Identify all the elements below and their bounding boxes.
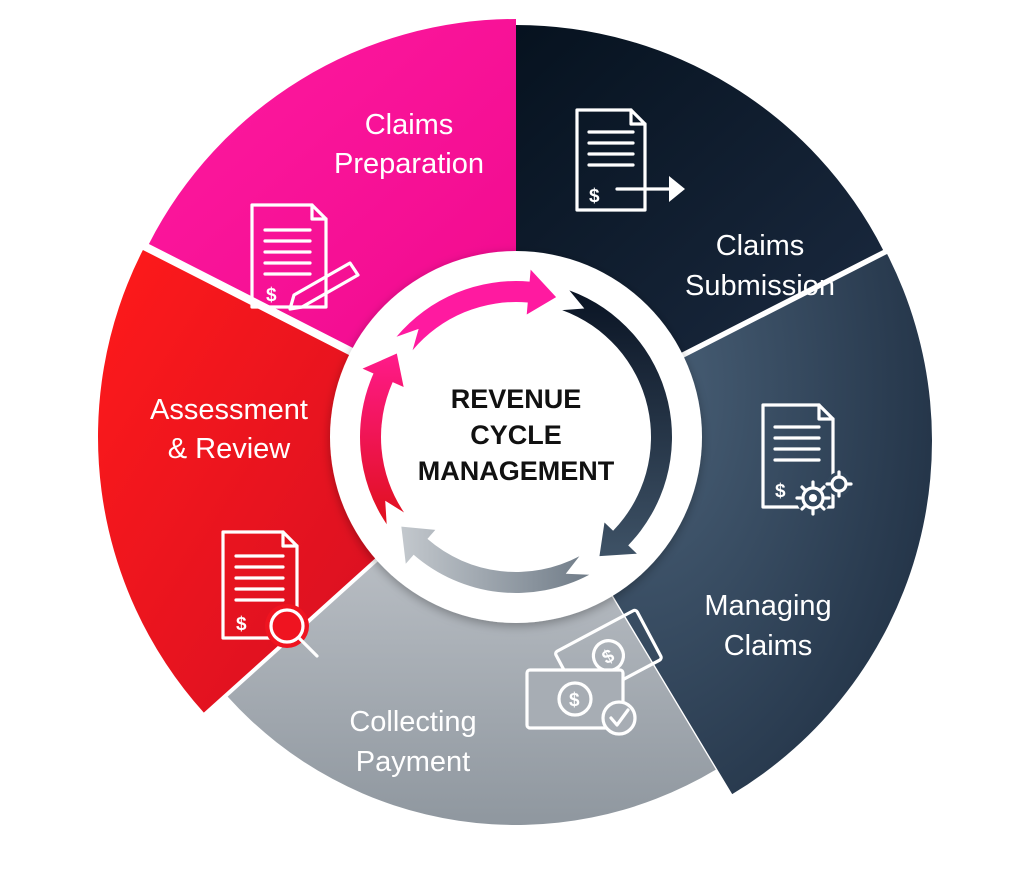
label-collecting-payment-line2: Payment (356, 746, 470, 778)
label-claims-preparation-line1: Claims (365, 109, 454, 141)
dollar-sign: $ (775, 481, 786, 502)
cycle-arrow-pink (396, 269, 557, 351)
document-pen-icon: $ (250, 203, 360, 311)
dollar-sign: $ (589, 186, 600, 207)
label-assessment-review-line2: & Review (168, 433, 292, 465)
segment-collecting-payment (227, 550, 716, 825)
cycle-arrow-grey (401, 526, 590, 593)
label-managing-claims-line1: Managing (704, 590, 831, 622)
money-check-icon: $ $ (525, 608, 663, 736)
label-claims-submission-line1: Claims (716, 230, 805, 262)
cycle-arrow-dark (562, 290, 672, 557)
dollar-sign: $ (569, 690, 580, 711)
cycle-arrow-red (360, 353, 405, 525)
label-managing-claims-line2: Claims (724, 630, 813, 662)
dollar-sign: $ (236, 614, 247, 635)
document-magnifier-icon: $ (221, 530, 319, 658)
center-title-line1: REVENUE (451, 384, 582, 414)
center-title-line2: CYCLE (470, 420, 562, 450)
dollar-sign: $ (266, 285, 277, 306)
label-claims-preparation: Claims Preparation (334, 109, 484, 180)
segment-assessment-review (97, 249, 384, 713)
label-assessment-review: Assessment & Review (150, 394, 308, 465)
label-claims-submission-line2: Submission (685, 270, 835, 302)
document-gears-icon: $ (761, 403, 853, 516)
label-managing-claims: Managing Claims (704, 590, 831, 662)
segment-claims-preparation (148, 18, 516, 354)
label-claims-preparation-line2: Preparation (334, 148, 484, 180)
label-assessment-review-line1: Assessment (150, 394, 308, 426)
document-send-icon: $ (575, 108, 685, 212)
center-title: REVENUE CYCLE MANAGEMENT (418, 384, 615, 486)
label-collecting-payment-line1: Collecting (349, 706, 476, 738)
center-title-line3: MANAGEMENT (418, 456, 615, 486)
label-claims-submission: Claims Submission (685, 230, 835, 302)
cycle-arrows (360, 269, 672, 593)
label-collecting-payment: Collecting Payment (349, 706, 476, 778)
